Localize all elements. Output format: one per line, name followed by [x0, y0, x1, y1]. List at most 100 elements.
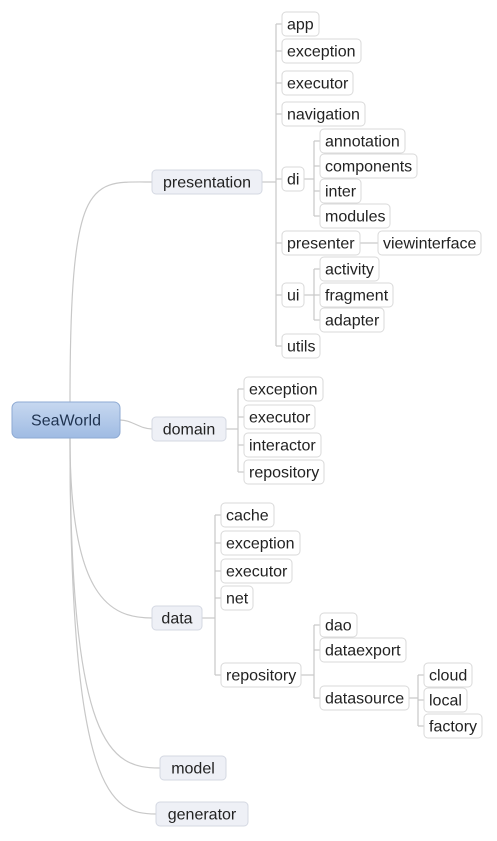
- topic-label: repository: [226, 668, 296, 685]
- connector-root-domain: [119, 419, 153, 430]
- topic-ui-fragment[interactable]: fragment: [319, 282, 394, 308]
- topic-presentation-app[interactable]: app: [281, 11, 320, 37]
- subtopic-box: [243, 404, 316, 430]
- connector-root-model: [69, 437, 161, 769]
- subtopic-box: [281, 333, 321, 359]
- topic-domain-repository[interactable]: repository: [243, 459, 325, 485]
- topic-datasource-cloud[interactable]: cloud: [423, 662, 473, 688]
- subtopic-box: [220, 558, 293, 584]
- topic-domain-interactor[interactable]: interactor: [243, 432, 322, 458]
- topic-label: dataexport: [325, 643, 401, 660]
- topic-label: utils: [287, 339, 315, 356]
- topic-label: datasource: [325, 691, 404, 708]
- subtopic-box: [319, 256, 380, 282]
- topic-di-annotation[interactable]: annotation: [319, 128, 406, 154]
- topic-seaworld-domain[interactable]: domain: [151, 416, 227, 442]
- topic-label: cache: [226, 508, 269, 525]
- subtopic-box: [319, 178, 362, 204]
- topic-domain-exception[interactable]: exception: [243, 376, 324, 402]
- subtopic-box: [220, 530, 301, 556]
- subtopic-box: [220, 662, 302, 688]
- topic-label: exception: [287, 44, 356, 61]
- topic-di-modules[interactable]: modules: [319, 203, 391, 229]
- topic-label: executor: [287, 76, 349, 93]
- topic-repository-dataexport[interactable]: dataexport: [319, 637, 407, 663]
- topic-di-inter[interactable]: inter: [319, 178, 362, 204]
- topic-data-net[interactable]: net: [220, 585, 254, 611]
- topic-seaworld[interactable]: SeaWorld: [11, 401, 121, 439]
- main-topic-box: [151, 169, 263, 195]
- subtopic-box: [319, 637, 407, 663]
- topic-data-exception[interactable]: exception: [220, 530, 301, 556]
- topic-seaworld-model[interactable]: model: [159, 755, 227, 781]
- topic-presentation-ui[interactable]: ui: [281, 282, 305, 308]
- topic-label: SeaWorld: [31, 413, 101, 430]
- topic-presenter-viewinterface[interactable]: viewinterface: [377, 230, 482, 256]
- topic-data-executor[interactable]: executor: [220, 558, 293, 584]
- topic-label: fragment: [325, 288, 389, 305]
- subtopic-box: [243, 432, 322, 458]
- topic-label: cloud: [429, 668, 467, 685]
- topic-label: repository: [249, 465, 319, 482]
- subtopic-box: [319, 307, 385, 333]
- topic-repository-datasource[interactable]: datasource: [319, 685, 410, 711]
- topic-seaworld-presentation[interactable]: presentation: [151, 169, 263, 195]
- subtopic-box: [281, 101, 366, 127]
- topic-label: net: [226, 591, 249, 608]
- topic-label: navigation: [287, 107, 360, 124]
- topic-label: local: [429, 693, 462, 710]
- topic-presentation-presenter[interactable]: presenter: [281, 230, 361, 256]
- topic-data-cache[interactable]: cache: [220, 502, 275, 528]
- topic-presentation-exception[interactable]: exception: [281, 38, 362, 64]
- topic-label: model: [171, 761, 215, 778]
- subtopic-box: [281, 70, 354, 96]
- topic-label: factory: [429, 719, 477, 736]
- topic-label: exception: [226, 536, 295, 553]
- topic-data-repository[interactable]: repository: [220, 662, 302, 688]
- subtopic-box: [423, 713, 483, 739]
- topic-label: executor: [226, 564, 288, 581]
- subtopic-box: [423, 662, 473, 688]
- topic-datasource-factory[interactable]: factory: [423, 713, 483, 739]
- subtopic-box: [281, 11, 320, 37]
- topic-label: exception: [249, 382, 318, 399]
- topic-label: viewinterface: [383, 236, 476, 253]
- topic-label: components: [325, 159, 412, 176]
- topic-presentation-executor[interactable]: executor: [281, 70, 354, 96]
- connector-root-data: [69, 437, 153, 619]
- topic-label: presenter: [287, 236, 355, 253]
- subtopic-box: [377, 230, 482, 256]
- subtopic-box: [281, 282, 305, 308]
- topic-label: annotation: [325, 134, 400, 151]
- topic-seaworld-generator[interactable]: generator: [155, 801, 249, 827]
- topic-label: interactor: [249, 438, 316, 455]
- subtopic-box: [319, 612, 358, 638]
- topic-ui-activity[interactable]: activity: [319, 256, 380, 282]
- main-topic-box: [151, 605, 203, 631]
- subtopic-box: [281, 166, 305, 192]
- topic-label: modules: [325, 209, 385, 226]
- main-topic-box: [159, 755, 227, 781]
- topic-seaworld-data[interactable]: data: [151, 605, 203, 631]
- connector-root-generator: [69, 437, 157, 815]
- main-topic-box: [155, 801, 249, 827]
- subtopic-box: [423, 687, 468, 713]
- connector-root-presentation: [69, 181, 153, 403]
- topic-presentation-di[interactable]: di: [281, 166, 305, 192]
- topic-label: app: [287, 17, 314, 34]
- topic-datasource-local[interactable]: local: [423, 687, 468, 713]
- subtopic-box: [243, 376, 324, 402]
- subtopic-box: [319, 153, 418, 179]
- topic-di-components[interactable]: components: [319, 153, 418, 179]
- topic-presentation-utils[interactable]: utils: [281, 333, 321, 359]
- topic-label: data: [161, 611, 192, 628]
- topic-label: executor: [249, 410, 311, 427]
- topic-presentation-navigation[interactable]: navigation: [281, 101, 366, 127]
- topic-domain-executor[interactable]: executor: [243, 404, 316, 430]
- subtopic-box: [281, 38, 362, 64]
- topic-ui-adapter[interactable]: adapter: [319, 307, 385, 333]
- topic-label: ui: [287, 288, 299, 305]
- topic-repository-dao[interactable]: dao: [319, 612, 358, 638]
- subtopic-box: [220, 585, 254, 611]
